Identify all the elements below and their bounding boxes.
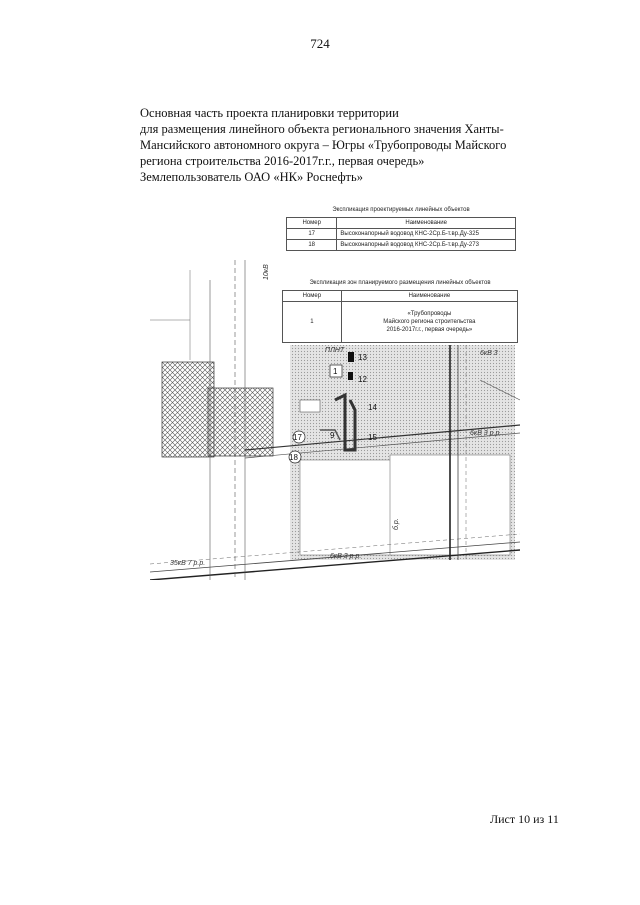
zone-name-line: «Трубопроводы — [407, 311, 452, 317]
hatched-site — [161, 361, 215, 458]
facility-marker — [329, 364, 343, 378]
map-label: 6кВ 3 р.р. — [330, 553, 361, 560]
map-label: 10кВ — [263, 264, 270, 280]
map-label: 35кВ 7 р.р. — [170, 560, 205, 567]
heading-line: Мансийского автономного округа – Югры «Т… — [140, 138, 507, 152]
facility-marker — [348, 352, 354, 362]
table-cell: 18 — [285, 239, 338, 251]
table-row: 17 Высоконапорный водовод КНС-2Ср.Б-т.вр… — [285, 228, 516, 240]
zone-name-line: Майского региона строительства — [383, 319, 476, 325]
document-heading: Основная часть проекта планировки террит… — [140, 105, 540, 185]
table-cell: «Трубопроводы Майского региона строитель… — [340, 301, 519, 343]
table-caption: Экспликация зон планируемого размещения … — [309, 280, 491, 286]
zones-table: Экспликация зон планируемого размещения … — [282, 280, 519, 343]
table-cell: Высоконапорный водовод КНС-2Ср.Б-т.вр.Ду… — [336, 228, 516, 240]
site-plan-map: 1 17 18 9 14 15 12 13 10кВ 35кВ 7 р.р. 6… — [150, 260, 520, 580]
column-header: Наименование — [336, 217, 516, 229]
object-marker: 12 — [358, 375, 367, 384]
linear-objects-table: Экспликация проектируемых линейных объек… — [285, 207, 516, 251]
pipeline-route — [334, 392, 357, 452]
object-marker: 14 — [368, 403, 377, 412]
page-number: 724 — [310, 36, 330, 51]
heading-line: для размещения линейного объекта региона… — [140, 122, 504, 136]
column-header: Номер — [285, 217, 338, 229]
table-cell: 1 — [282, 301, 342, 343]
object-marker: 9 — [330, 431, 335, 440]
hatched-site — [207, 387, 274, 457]
object-marker: 15 — [368, 433, 377, 442]
map-label: 6кВ 3 р.р. — [470, 430, 501, 437]
map-label: б.р. — [392, 518, 400, 530]
pipeline-marker-18: 18 — [289, 453, 298, 462]
zone-marker: 1 — [333, 367, 338, 376]
pipeline-marker-17: 17 — [293, 433, 302, 442]
table-cell: Высоконапорный водовод КНС-2Ср.Б-т.вр.Ду… — [336, 239, 516, 251]
sheet-number: Лист 10 из 11 — [490, 812, 559, 826]
object-marker: 13 — [358, 353, 367, 362]
facility-marker — [348, 372, 353, 380]
table-row: 18 Высоконапорный водовод КНС-2Ср.Б-т.вр… — [285, 239, 516, 251]
zone-name-line: 2016-2017г.г., первая очередь» — [386, 327, 473, 333]
heading-line: региона строительства 2016-2017г.г., пер… — [140, 154, 425, 168]
pad-block — [299, 459, 396, 556]
map-label: ПЛНТ — [325, 347, 345, 354]
heading-line: Землепользователь ОАО «НК» Роснефть» — [140, 170, 363, 184]
table-caption: Экспликация проектируемых линейных объек… — [332, 207, 470, 213]
table-row: 1 «Трубопроводы Майского региона строите… — [282, 301, 519, 343]
table-cell: 17 — [285, 228, 338, 240]
map-label: 6кВ 3 — [480, 350, 498, 357]
facility-marker — [299, 399, 321, 413]
heading-line: Основная часть проекта планировки террит… — [140, 106, 399, 120]
